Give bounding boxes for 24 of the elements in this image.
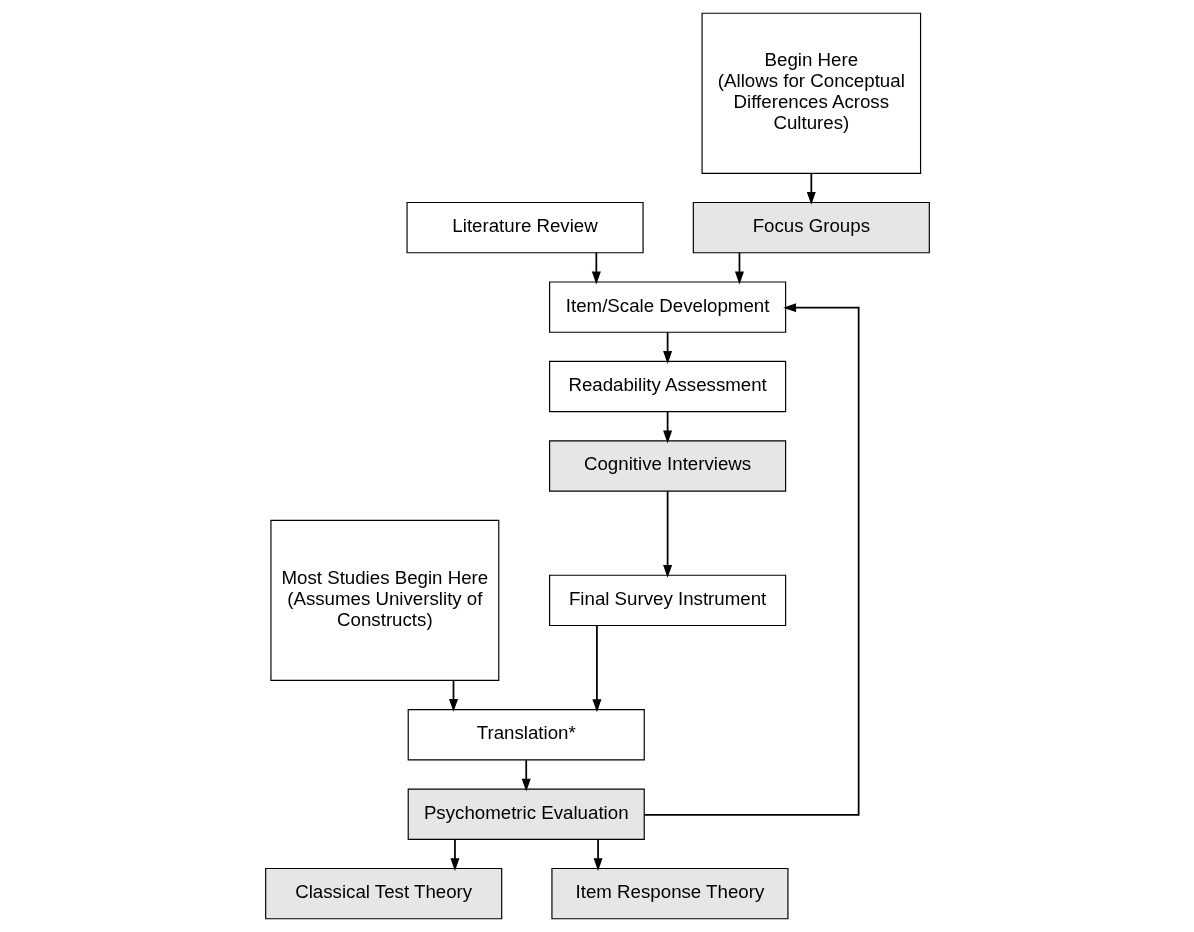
node-box: Translation* [407,709,645,761]
node-box: Focus Groups [692,201,930,254]
arrow [591,624,601,713]
arrow [591,251,601,285]
arrow [734,251,744,285]
arrow [643,303,859,816]
arrow [662,490,672,578]
node-box: Begin Here (Allows for Conceptual Differences Across Cultures) [701,12,921,174]
arrow [662,331,672,364]
node-box: Cognitive Interviews [548,440,786,492]
node-box: Classical Test Theory [264,867,502,920]
node-box: Final Survey Instrument [548,574,786,627]
node-box: Item/Scale Development [548,281,786,333]
node-box: Most Studies Begin Here (Assumes Universlity of Constructs) [269,519,499,681]
arrow [448,679,458,712]
arrow [521,759,531,792]
node-box: Literature Review [405,201,644,254]
arrow [662,410,672,444]
node-box: Readability Assessment [548,360,786,413]
arrow [806,172,816,205]
arrow [449,838,459,872]
node-box: Psychometric Evaluation [407,788,645,840]
arrow [593,838,603,872]
node-box: Item Response Theory [550,867,789,920]
